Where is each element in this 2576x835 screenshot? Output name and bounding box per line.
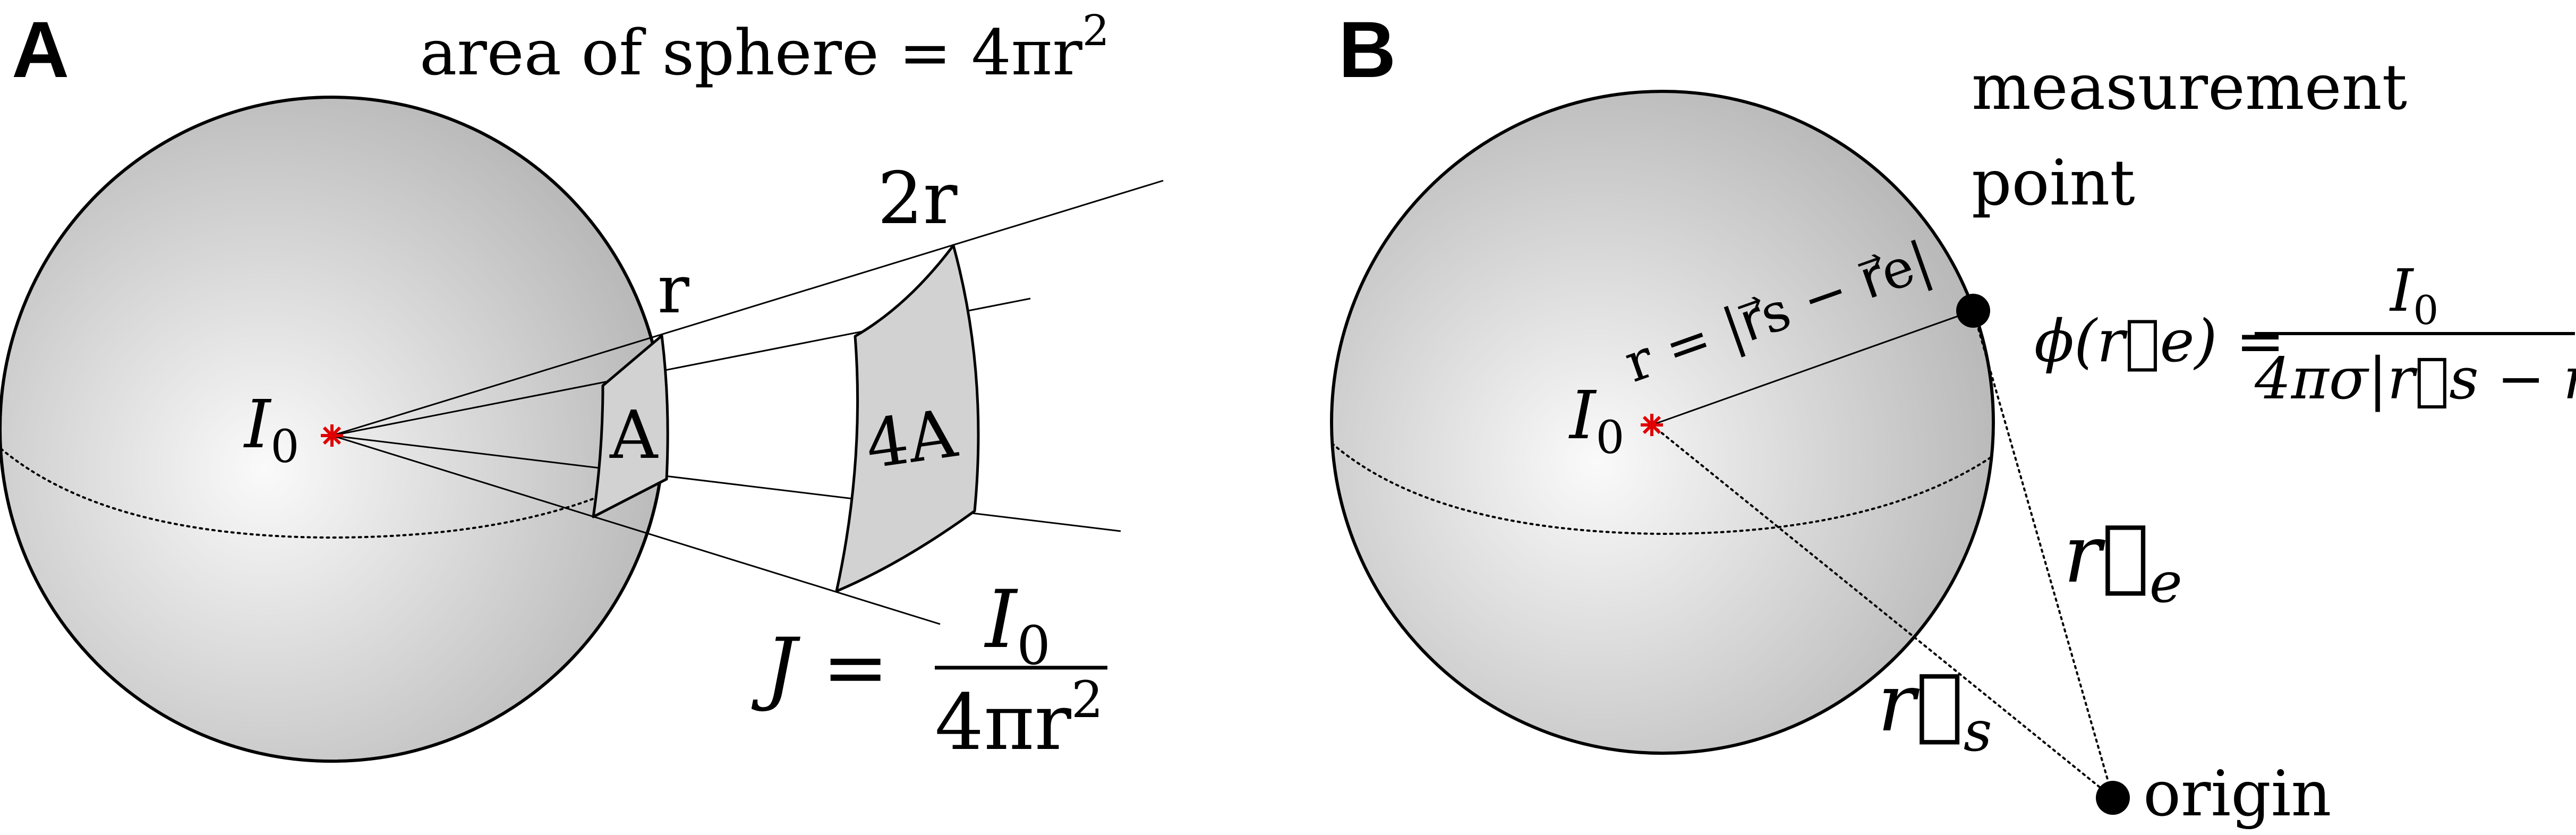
measurement-label-line1: measurement (1972, 50, 2407, 124)
patch-a-large (835, 244, 980, 593)
patch-a-small-label: A (609, 397, 659, 474)
measurement-point-marker (1956, 294, 1990, 328)
vector-re (1972, 310, 2114, 799)
source-a-label: I0 (243, 386, 299, 473)
flux-equation-numerator: I0 (984, 574, 1051, 677)
origin-marker (2096, 781, 2130, 815)
sphere-b-equator (1331, 442, 1993, 535)
flux-equation-denominator: 4πr2 (935, 671, 1103, 768)
rs-label: r⃗s (1878, 657, 1992, 764)
panel-b-letter: B (1338, 5, 1396, 94)
origin-label: origin (2143, 757, 2331, 830)
two-r-label: 2r (877, 157, 958, 240)
potential-equation-numerator: I0 (2389, 257, 2438, 334)
measurement-label-line2: point (1972, 146, 2135, 219)
flux-equation-lhs: J = (751, 621, 889, 714)
sphere-a-equator (0, 448, 661, 539)
sphere-area-label: area of sphere = 4πr2 (420, 6, 1110, 89)
source-a-star-icon (321, 424, 343, 447)
r-label: r (658, 251, 689, 328)
source-b-label: I0 (1568, 377, 1624, 464)
potential-equation-lhs: ϕ(r⃗e) = (2034, 307, 2285, 375)
panel-b: B measurement point I0 r = |r⃗s − r⃗e| ϕ… (1330, 5, 2576, 830)
sphere-b (1330, 90, 1995, 755)
radius-line-b (1651, 310, 1974, 426)
flux-equation: J = I0 4πr2 (751, 574, 1107, 768)
panel-a: A area of sphere = 4πr2 A 4A r 2r I0 (0, 5, 1164, 768)
source-b-star-icon (1641, 414, 1663, 436)
panel-a-letter: A (12, 5, 69, 94)
patch-a-small (592, 334, 669, 518)
potential-equation-denominator: 4πσ|r⃗s − r⃗e| (2254, 346, 2576, 412)
re-label: r⃗e (2063, 508, 2182, 615)
potential-equation: ϕ(r⃗e) = I0 4πσ|r⃗s − r⃗e| (2034, 257, 2576, 412)
patch-a-large-label: 4A (861, 395, 962, 483)
